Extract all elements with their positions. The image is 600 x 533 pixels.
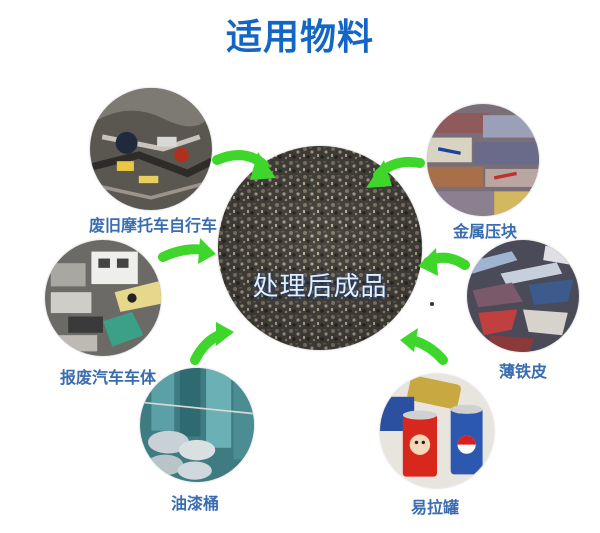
material-image-aluminum-cans <box>380 374 494 488</box>
arrowhead-icon <box>198 238 216 264</box>
material-label-motorcycles: 废旧摩托车自行车 <box>88 216 217 235</box>
page-title: 适用物料 <box>225 17 374 58</box>
arrow-icon-from-motorcycles <box>212 150 269 170</box>
material-image-sheet-iron <box>467 240 579 352</box>
material-image-motorcycles <box>90 88 212 210</box>
arrow-icon-from-sheet-iron <box>423 252 470 270</box>
metal-bales-photo-icon <box>427 104 539 216</box>
arrow-icon-from-aluminum-cans <box>407 335 448 365</box>
material-image-metal-bales <box>427 104 539 216</box>
granules-texture-icon <box>218 146 422 350</box>
sheet-iron-photo-icon <box>467 240 579 352</box>
arrowhead-icon <box>216 322 234 346</box>
material-label-paint-buckets: 油漆桶 <box>170 494 219 513</box>
material-label-aluminum-cans: 易拉罐 <box>410 498 459 517</box>
aluminum-cans-photo-icon <box>380 374 494 488</box>
material-label-metal-bales: 金属压块 <box>452 222 517 241</box>
stray-dot <box>430 302 434 306</box>
arrowhead-icon <box>400 328 418 352</box>
paint-buckets-photo-icon <box>140 368 254 482</box>
arrow-icon-from-car-bodies <box>158 244 209 262</box>
material-label-sheet-iron: 薄铁皮 <box>498 362 547 381</box>
processed-product-label: 处理后成品 <box>252 272 388 302</box>
processed-product-image: 处理后成品 <box>218 146 422 350</box>
arrow-icon-from-paint-buckets <box>190 329 227 365</box>
scrap-motorcycles-photo-icon <box>90 88 212 210</box>
material-image-car-bodies <box>45 240 161 356</box>
material-label-car-bodies: 报废汽车车体 <box>59 368 156 387</box>
scrapped-cars-photo-icon <box>45 240 161 356</box>
material-image-paint-buckets <box>140 368 254 482</box>
